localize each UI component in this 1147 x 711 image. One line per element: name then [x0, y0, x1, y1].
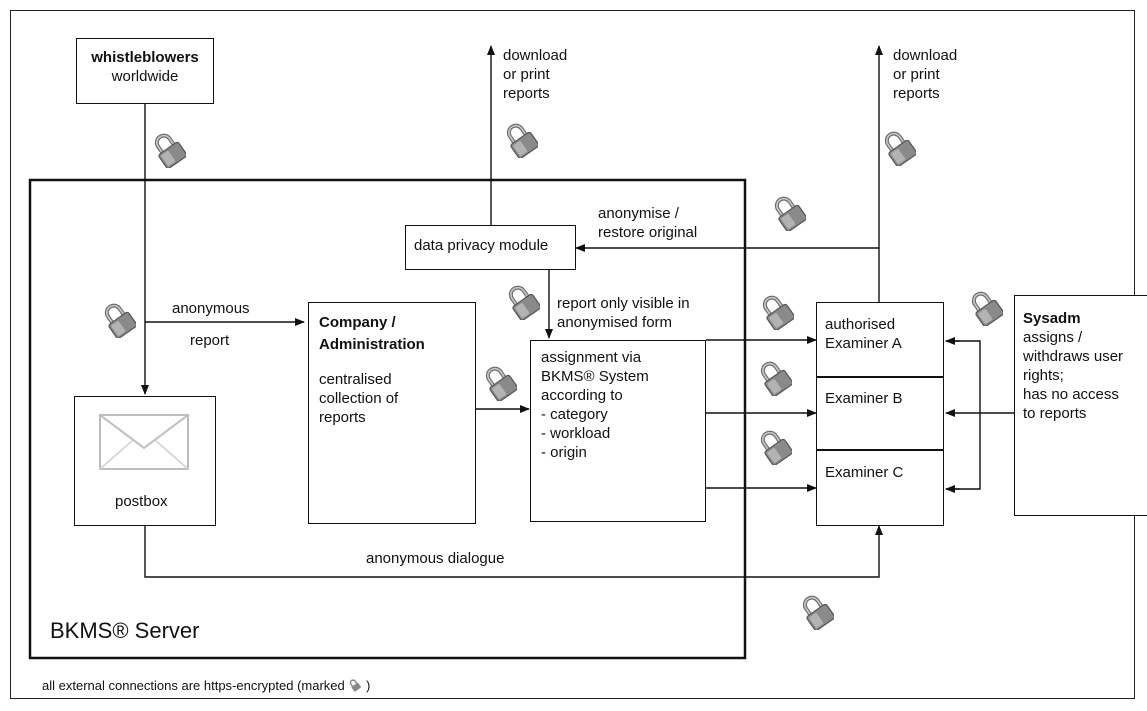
lock-icon [152, 130, 186, 168]
arrow-dialogue [141, 517, 883, 578]
assignment-label: assignment via BKMS® System according to… [541, 349, 649, 461]
sysadm-body: assigns / withdraws user rights; has no … [1023, 329, 1124, 422]
envelope-icon [99, 414, 189, 470]
bkms-server-box [28, 178, 747, 660]
lock-icon [772, 193, 806, 231]
sysadm-box: Sysadm assigns / withdraws user rights; … [1014, 295, 1147, 516]
postbox-box: postbox [74, 396, 216, 526]
anonymise-label: anonymise / restore original [598, 205, 698, 241]
server-label: BKMS® Server [50, 618, 200, 643]
lock-icon [758, 427, 792, 465]
data-privacy-box: data privacy module [405, 225, 576, 270]
lock-icon [760, 292, 794, 330]
postbox-label: postbox [115, 493, 168, 510]
footer-text: all external connections are https-encry… [42, 678, 345, 693]
lock-icon [506, 282, 540, 320]
lock-icon [102, 300, 136, 338]
examiner-a-label: authorised Examiner A [825, 316, 902, 352]
examiner-b-box: Examiner B [816, 377, 944, 450]
company-body: centralised collection of reports [319, 371, 399, 426]
examiner-a-box: authorised Examiner A [816, 302, 944, 377]
whistleblowers-title: whistleblowers [91, 49, 199, 66]
examiner-b-label: Examiner B [825, 390, 903, 407]
download-right-label: download or print reports [893, 47, 958, 102]
examiner-c-box: Examiner C [816, 450, 944, 526]
report-label: report [190, 332, 230, 349]
footer-end: ) [366, 678, 371, 693]
data-privacy-label: data privacy module [414, 237, 549, 254]
lock-icon [504, 120, 538, 158]
lock-icon [483, 363, 517, 401]
lock-icon [800, 592, 834, 630]
report-visible-label: report only visible in anonymised form [557, 295, 690, 331]
lock-icon [882, 128, 916, 166]
lock-icon [969, 288, 1003, 326]
line-sysadm-bracket [946, 340, 981, 490]
lock-icon [758, 358, 792, 396]
company-title: Company / Administration [319, 314, 425, 353]
small-lock-icon [350, 679, 362, 692]
company-box: Company / Administration centralised col… [308, 302, 476, 524]
dialogue-label: anonymous dialogue [366, 550, 505, 567]
download-left-label: download or print reports [503, 47, 568, 102]
whistleblowers-box: whistleblowers worldwide [76, 38, 214, 104]
examiner-c-label: Examiner C [825, 464, 904, 481]
assignment-box: assignment via BKMS® System according to… [530, 340, 706, 522]
sysadm-title: Sysadm [1023, 310, 1081, 327]
footer-note: all external connections are https-encry… [42, 676, 370, 695]
whistleblowers-subtitle: worldwide [111, 68, 179, 85]
anonymous-label: anonymous [172, 300, 250, 317]
